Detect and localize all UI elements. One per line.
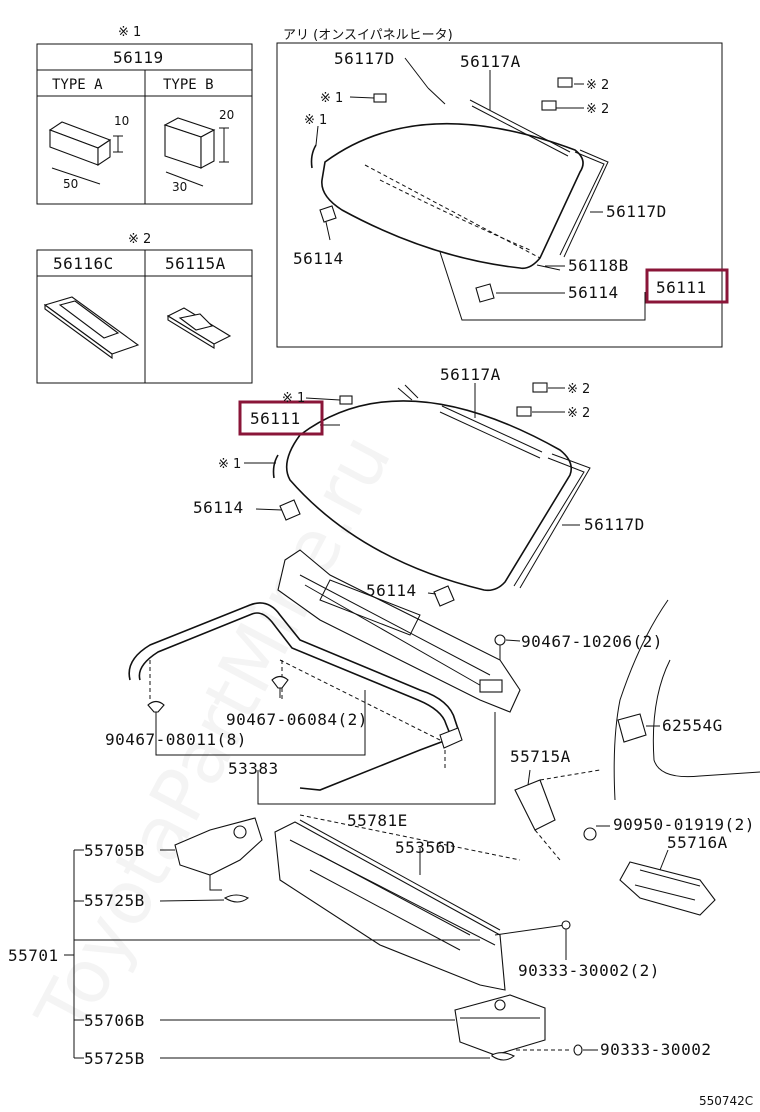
note2-mark: ※ 2 — [128, 232, 151, 247]
main-mark1-left: ※ 1 — [218, 457, 241, 472]
label-55725b-a[interactable]: 55725B — [84, 891, 145, 910]
cowl-assembly — [64, 549, 760, 1061]
heated-mark1a: ※ 1 — [320, 91, 343, 106]
label-90333-30002[interactable]: 90333-30002 — [600, 1040, 711, 1059]
main-56111[interactable]: 56111 — [250, 409, 301, 428]
heated-mark1b: ※ 1 — [304, 113, 327, 128]
main-56117d[interactable]: 56117D — [584, 515, 645, 534]
heated-56111-highlight — [645, 268, 729, 304]
label-55356d[interactable]: 55356D — [395, 838, 456, 857]
note1-mark: ※ 1 — [118, 25, 141, 40]
heated-56111[interactable]: 56111 — [656, 278, 707, 297]
main-mark2b: ※ 2 — [567, 406, 590, 421]
label-55706b[interactable]: 55706B — [84, 1011, 145, 1030]
label-90950-01919[interactable]: 90950-01919(2) — [613, 815, 755, 834]
label-90467-06084[interactable]: 90467-06084(2) — [226, 710, 368, 729]
label-55781e[interactable]: 55781E — [347, 811, 408, 830]
label-53383[interactable]: 53383 — [228, 759, 279, 778]
label-90467-08011[interactable]: 90467-08011(8) — [105, 730, 247, 749]
clip-56115a-icon — [166, 307, 232, 349]
main-56114-left[interactable]: 56114 — [193, 498, 244, 517]
dim-b-height: 20 — [219, 108, 234, 122]
note1-type-b: TYPE B — [163, 77, 214, 93]
clip-56116c-icon — [43, 296, 140, 360]
heated-mark2b: ※ 2 — [586, 102, 609, 117]
label-55701[interactable]: 55701 — [8, 946, 59, 965]
heated-56114-bottom[interactable]: 56114 — [568, 283, 619, 302]
dim-b-width: 30 — [172, 180, 187, 194]
heated-windshield-box: アリ (オンスイパネルヒータ) 56117D 56117A — [276, 28, 729, 348]
label-55705b[interactable]: 55705B — [84, 841, 145, 860]
note2-part-left[interactable]: 56116C — [53, 254, 114, 273]
label-55716a[interactable]: 55716A — [667, 833, 728, 852]
heated-56117d-right[interactable]: 56117D — [606, 202, 667, 221]
note1-box: ※ 1 56119 TYPE A TYPE B 10 50 — [36, 25, 253, 205]
pad-type-a-icon — [48, 121, 123, 185]
label-55725b-b[interactable]: 55725B — [84, 1049, 145, 1068]
diagram-id: 550742C — [699, 1094, 753, 1108]
note1-type-a: TYPE A — [52, 77, 103, 93]
note2-part-right[interactable]: 56115A — [165, 254, 226, 273]
main-mark1-top: ※ 1 — [282, 391, 305, 406]
note2-box: ※ 2 56116C 56115A — [36, 232, 253, 384]
heated-56117a[interactable]: 56117A — [460, 52, 521, 71]
label-90467-10206[interactable]: 90467-10206(2) — [521, 632, 663, 651]
note1-part-number[interactable]: 56119 — [113, 48, 164, 67]
heated-56118b[interactable]: 56118B — [568, 256, 629, 275]
pad-type-b-icon — [163, 117, 229, 187]
main-56114-center[interactable]: 56114 — [366, 581, 417, 600]
label-55715a[interactable]: 55715A — [510, 747, 571, 766]
main-56111-highlight — [238, 400, 324, 436]
label-62554g[interactable]: 62554G — [662, 716, 723, 735]
dim-a-height: 10 — [114, 114, 129, 128]
dim-a-width: 50 — [63, 177, 78, 191]
main-windshield: ※ 1 56117A ※ 2 ※ 2 56111 ※ 1 56114 56117… — [193, 365, 645, 607]
heated-box-title: アリ (オンスイパネルヒータ) — [283, 28, 453, 43]
main-mark2a: ※ 2 — [567, 382, 590, 397]
heated-56117d-top[interactable]: 56117D — [334, 49, 395, 68]
heated-56114-left[interactable]: 56114 — [293, 249, 344, 268]
label-90333-30002-2[interactable]: 90333-30002(2) — [518, 961, 660, 980]
heated-mark2a: ※ 2 — [586, 78, 609, 93]
main-56117a[interactable]: 56117A — [440, 365, 501, 384]
